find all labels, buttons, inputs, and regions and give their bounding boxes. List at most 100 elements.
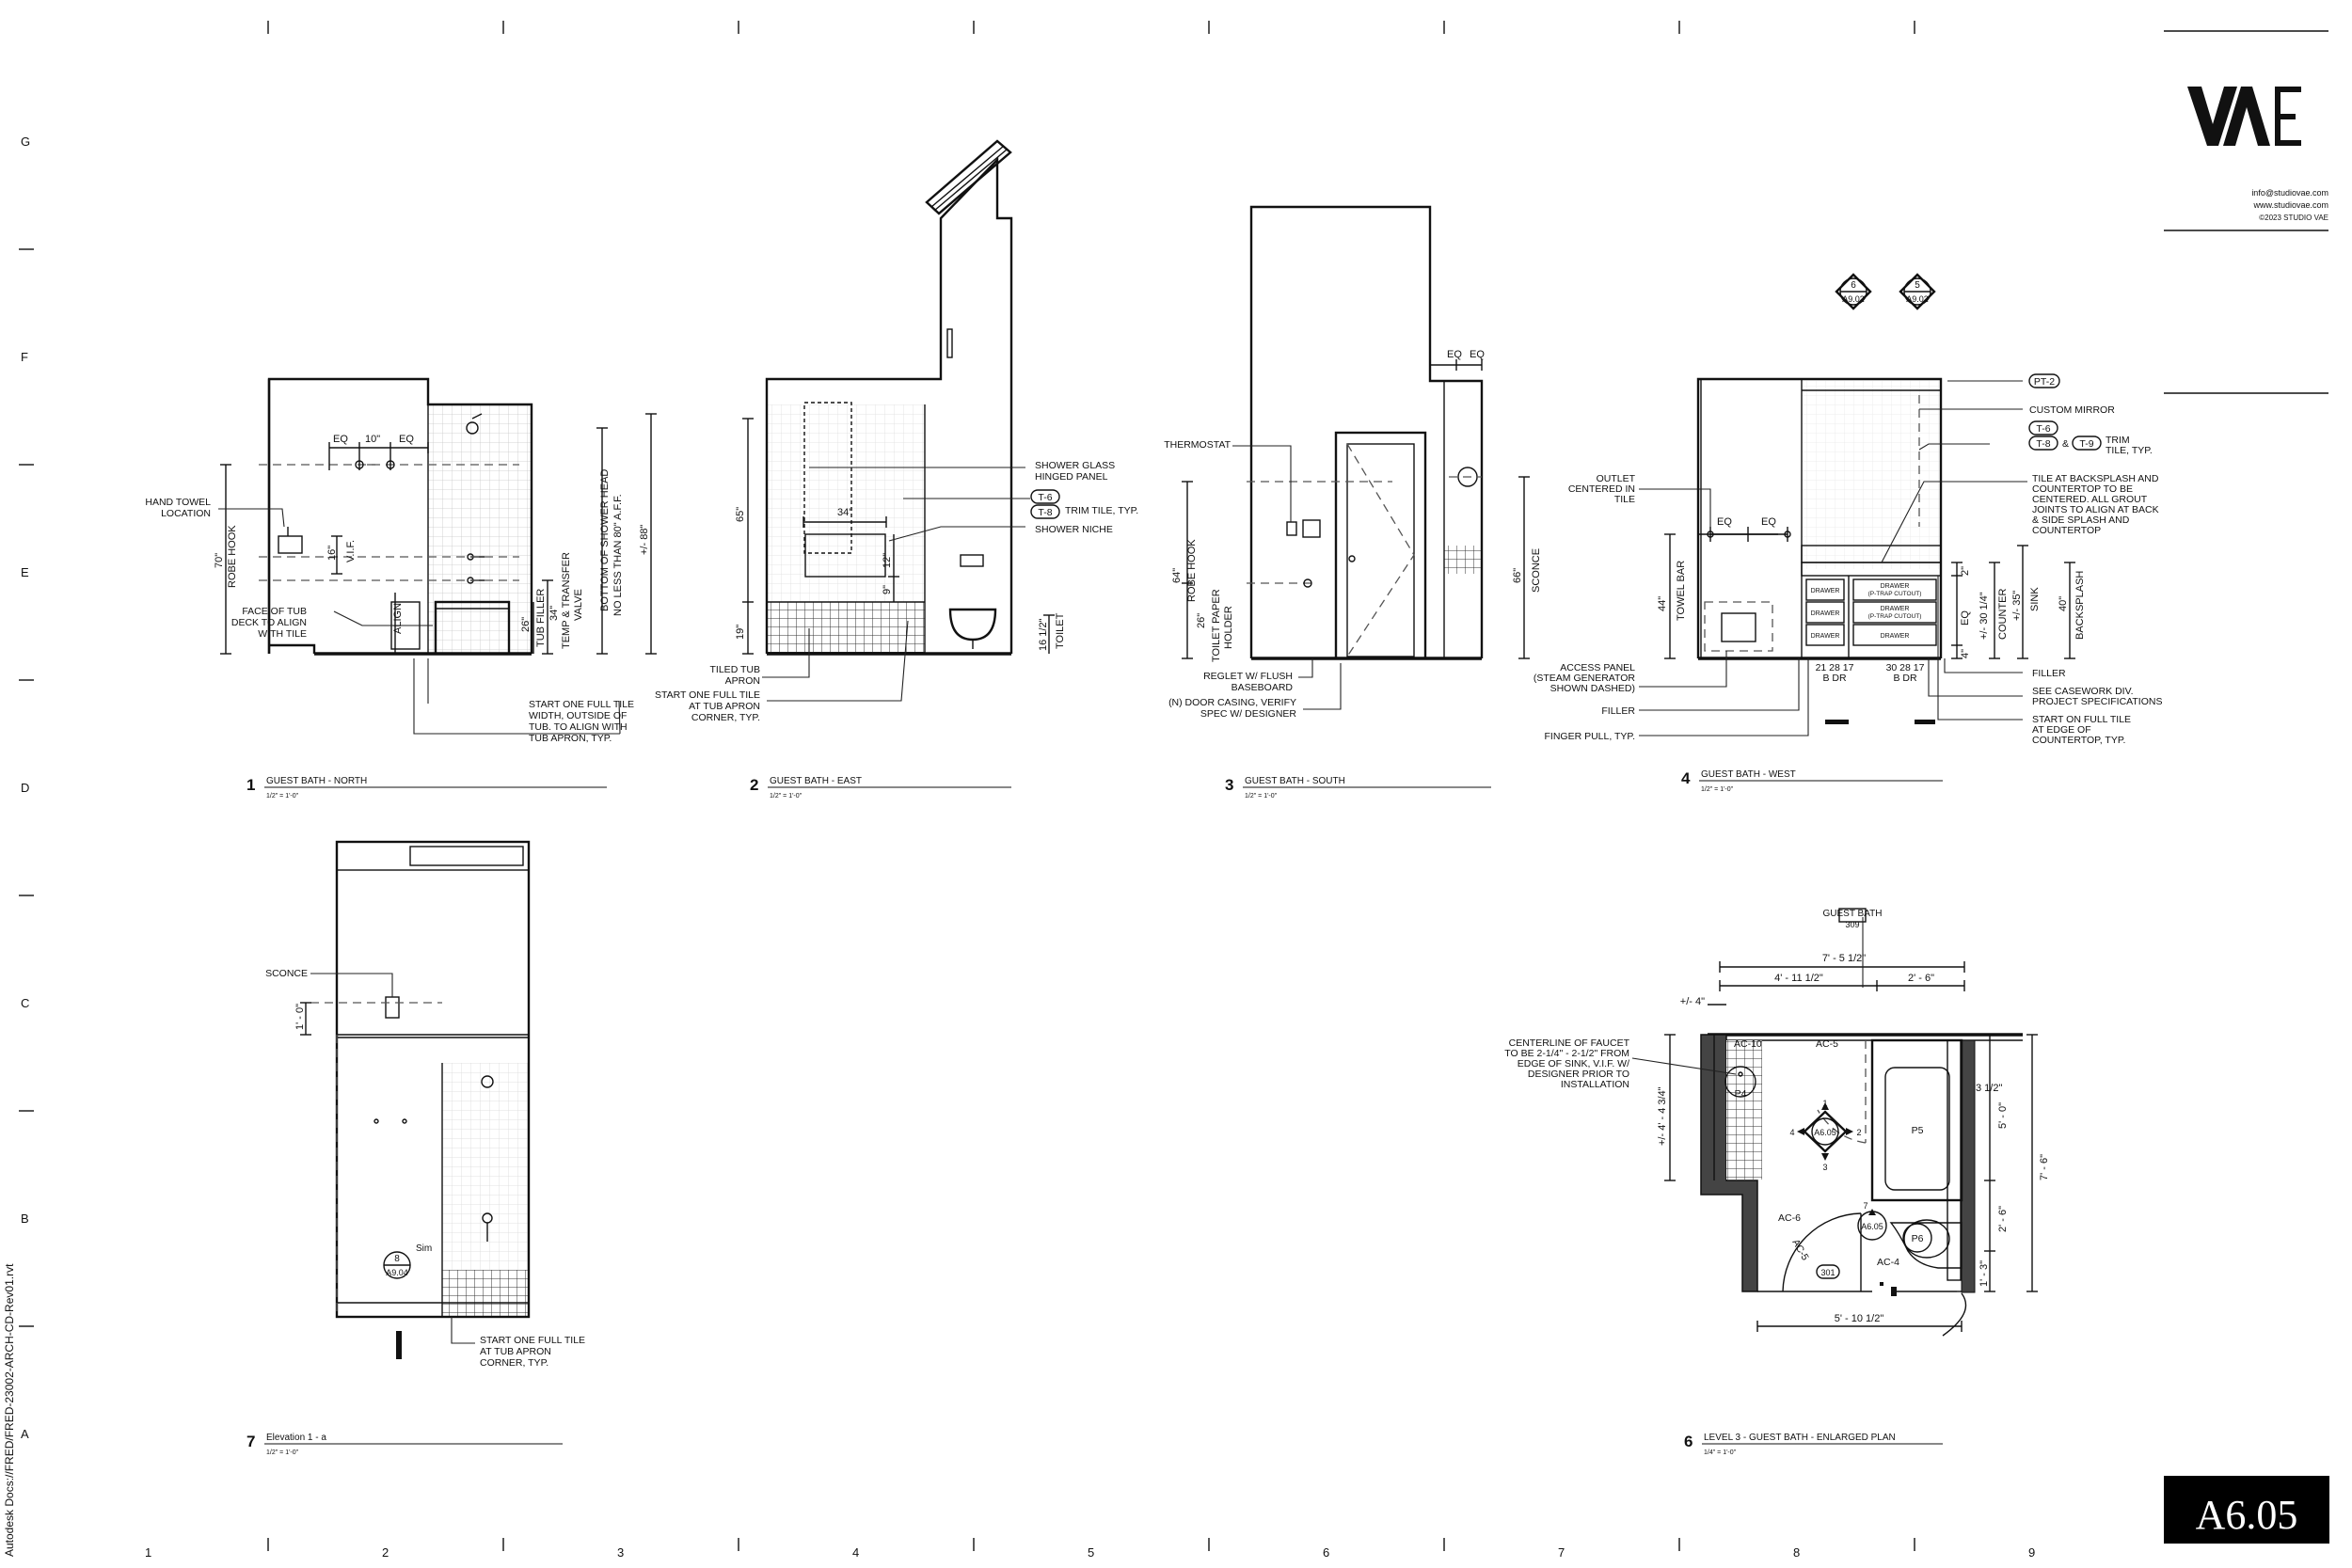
north-start-tile-1: START ONE FULL TILE [529, 699, 634, 710]
plan-d-3half: 3 1/2" [1976, 1083, 2002, 1094]
view-2-number: 2 [750, 776, 758, 794]
west-ptrap-e: (P-TRAP CUTOUT) [1868, 613, 1922, 620]
view-west-section-tags: 6 A9.02 5 A9.02 [1835, 273, 1936, 310]
west-bdr-left-2: B DR [1822, 673, 1847, 684]
plan-interior-elevation-tag [1803, 1110, 1848, 1153]
view-2-title: GUEST BATH - EAST [770, 776, 862, 786]
view-4-scale: 1/2" = 1'-0" [1701, 786, 1734, 793]
west-backsplash-1: TILE AT BACKSPLASH AND [2032, 473, 2159, 484]
plan-ac5b: AC-5 [1789, 1238, 1810, 1263]
north-shower-head-1: BOTTOM OF SHOWER HEAD [599, 469, 611, 611]
east-tiled-apron-1: TILED TUB [710, 664, 760, 675]
west-t9: T-9 [2079, 438, 2093, 450]
west-backsplash-6: COUNTERTOP [2032, 525, 2101, 536]
grid-column-ticks [267, 21, 1915, 1551]
west-forty: 40" [2058, 596, 2069, 611]
south-robe-hook: ROBE HOOK [1186, 539, 1198, 602]
plan-ref7-num: 7 [1863, 1201, 1867, 1211]
west-two: 2" [1960, 566, 1971, 576]
grid-col-3: 3 [617, 1545, 624, 1560]
plan-ref-4: 4 [1789, 1128, 1794, 1137]
view-1-scale: 1/2" = 1'-0" [266, 793, 299, 800]
west-t6: T-6 [2036, 423, 2050, 435]
west-sink-dim: +/- 35" [2011, 591, 2023, 621]
view-south-labels: THERMOSTAT 64" ROBE HOOK 26" TOILET PAPE… [1164, 349, 1542, 720]
south-sixty-six: 66" [1512, 568, 1523, 583]
west-filler-r: FILLER [2032, 668, 2066, 679]
west-tag-6: 6 [1851, 280, 1856, 291]
north-start-tile-3: TUB. TO ALIGN WITH [529, 721, 628, 733]
view-title-3: 3 GUEST BATH - SOUTH 1/2" = 1'-0" [1225, 776, 1491, 800]
west-tag-5-sheet: A9.02 [1906, 294, 1929, 304]
west-drawer-b: DRAWER [1811, 610, 1840, 617]
view-1-number: 1 [246, 776, 255, 794]
west-mirror: CUSTOM MIRROR [2029, 404, 2115, 416]
studio-email: info@studiovae.com [2251, 188, 2328, 198]
elev7-sim: Sim [416, 1243, 432, 1254]
plan-ref7-sheet: A6.05 [1861, 1222, 1883, 1231]
view-elevation-7-labels: SCONCE 1' - 0" START ONE FULL TILE AT TU… [265, 968, 585, 1369]
west-four: 4" [1960, 649, 1971, 658]
north-seventy: 70" [214, 553, 225, 568]
north-face-tub-3: WITH TILE [258, 628, 307, 640]
view-north-dims [218, 413, 657, 735]
sheet-number-box [2164, 1476, 2329, 1544]
view-north-elevation [259, 377, 533, 656]
plan-faucet-5: INSTALLATION [1561, 1079, 1629, 1090]
east-sixteen-half: 16 1/2" [1038, 618, 1049, 651]
west-access-3: SHOWN DASHED) [1550, 683, 1635, 694]
plan-faucet-3: EDGE OF SINK, V.I.F. W/ [1518, 1058, 1629, 1069]
north-start-tile-2: WIDTH, OUTSIDE OF [529, 710, 627, 721]
studio-copyright: ©2023 STUDIO VAE [2259, 214, 2328, 222]
north-vif: V.I.F. [345, 540, 357, 562]
west-outlet-2: CENTERED IN [1568, 483, 1635, 495]
plan-d-7-6: 7' - 6" [2039, 1154, 2050, 1180]
east-trim-tile: TRIM TILE, TYP. [1065, 505, 1138, 516]
west-backsplash-2: COUNTERTOP TO BE [2032, 483, 2133, 495]
elev7-start-2: AT TUB APRON [480, 1346, 551, 1357]
west-casework-1: SEE CASEWORK DIV. [2032, 686, 2134, 697]
east-thirty-four: 34" [837, 507, 852, 518]
east-start-apron-3: CORNER, TYP. [691, 712, 760, 723]
west-access-1: ACCESS PANEL [1560, 662, 1635, 673]
west-ptrap-d: (P-TRAP CUTOUT) [1868, 591, 1922, 597]
west-finger-pull: FINGER PULL, TYP. [1545, 731, 1635, 742]
west-outlet-3: TILE [1614, 494, 1635, 505]
west-filler: FILLER [1601, 705, 1635, 717]
east-t8: T-8 [1038, 507, 1052, 518]
east-nine: 9" [882, 585, 893, 594]
view-north-labels: HAND TOWEL LOCATION FACE OF TUB DECK TO … [145, 434, 650, 744]
north-temp-valve-2: VALVE [573, 589, 584, 621]
south-thermostat: THERMOSTAT [1164, 439, 1231, 451]
elev7-sconce: SCONCE [265, 968, 308, 979]
grid-col-9: 9 [2028, 1545, 2035, 1560]
view-3-title: GUEST BATH - SOUTH [1245, 776, 1345, 786]
view-7-title: Elevation 1 - a [266, 1433, 326, 1443]
grid-col-6: 6 [1323, 1545, 1329, 1560]
view-6-scale: 1/4" = 1'-0" [1704, 1449, 1737, 1456]
grid-row-a: A [21, 1427, 29, 1441]
elev7-start-1: START ONE FULL TILE [480, 1335, 585, 1346]
west-forty-four: 44" [1657, 596, 1668, 611]
west-drawer-e: DRAWER [1881, 606, 1910, 612]
elev7-tag-sheet: A9.04 [386, 1268, 408, 1277]
south-sixty-four: 64" [1171, 568, 1183, 583]
north-align: ALIGN [392, 603, 404, 634]
west-tag-6-sheet: A9.02 [1842, 294, 1865, 304]
east-start-apron-2: AT TUB APRON [689, 701, 760, 712]
plan-ac4: AC-4 [1877, 1257, 1899, 1268]
plan-faucet-4: DESIGNER PRIOR TO [1528, 1069, 1629, 1080]
west-eq-a: EQ [1717, 516, 1732, 528]
east-start-apron-1: START ONE FULL TILE [655, 689, 760, 701]
east-niche: SHOWER NICHE [1035, 524, 1113, 535]
north-ten: 10" [365, 434, 380, 445]
west-eq-v: EQ [1960, 610, 1971, 626]
north-eighty-eight: +/- 88" [639, 525, 650, 555]
west-start-ct-3: COUNTERTOP, TYP. [2032, 735, 2125, 746]
north-robe-hook: ROBE HOOK [227, 525, 238, 588]
north-eq-b: EQ [399, 434, 414, 445]
plan-faucet-2: TO BE 2-1/4" - 2-1/2" FROM [1504, 1048, 1629, 1059]
west-eq-b: EQ [1761, 516, 1776, 528]
view-3-number: 3 [1225, 776, 1233, 794]
west-drawer-1 [1805, 578, 1845, 601]
